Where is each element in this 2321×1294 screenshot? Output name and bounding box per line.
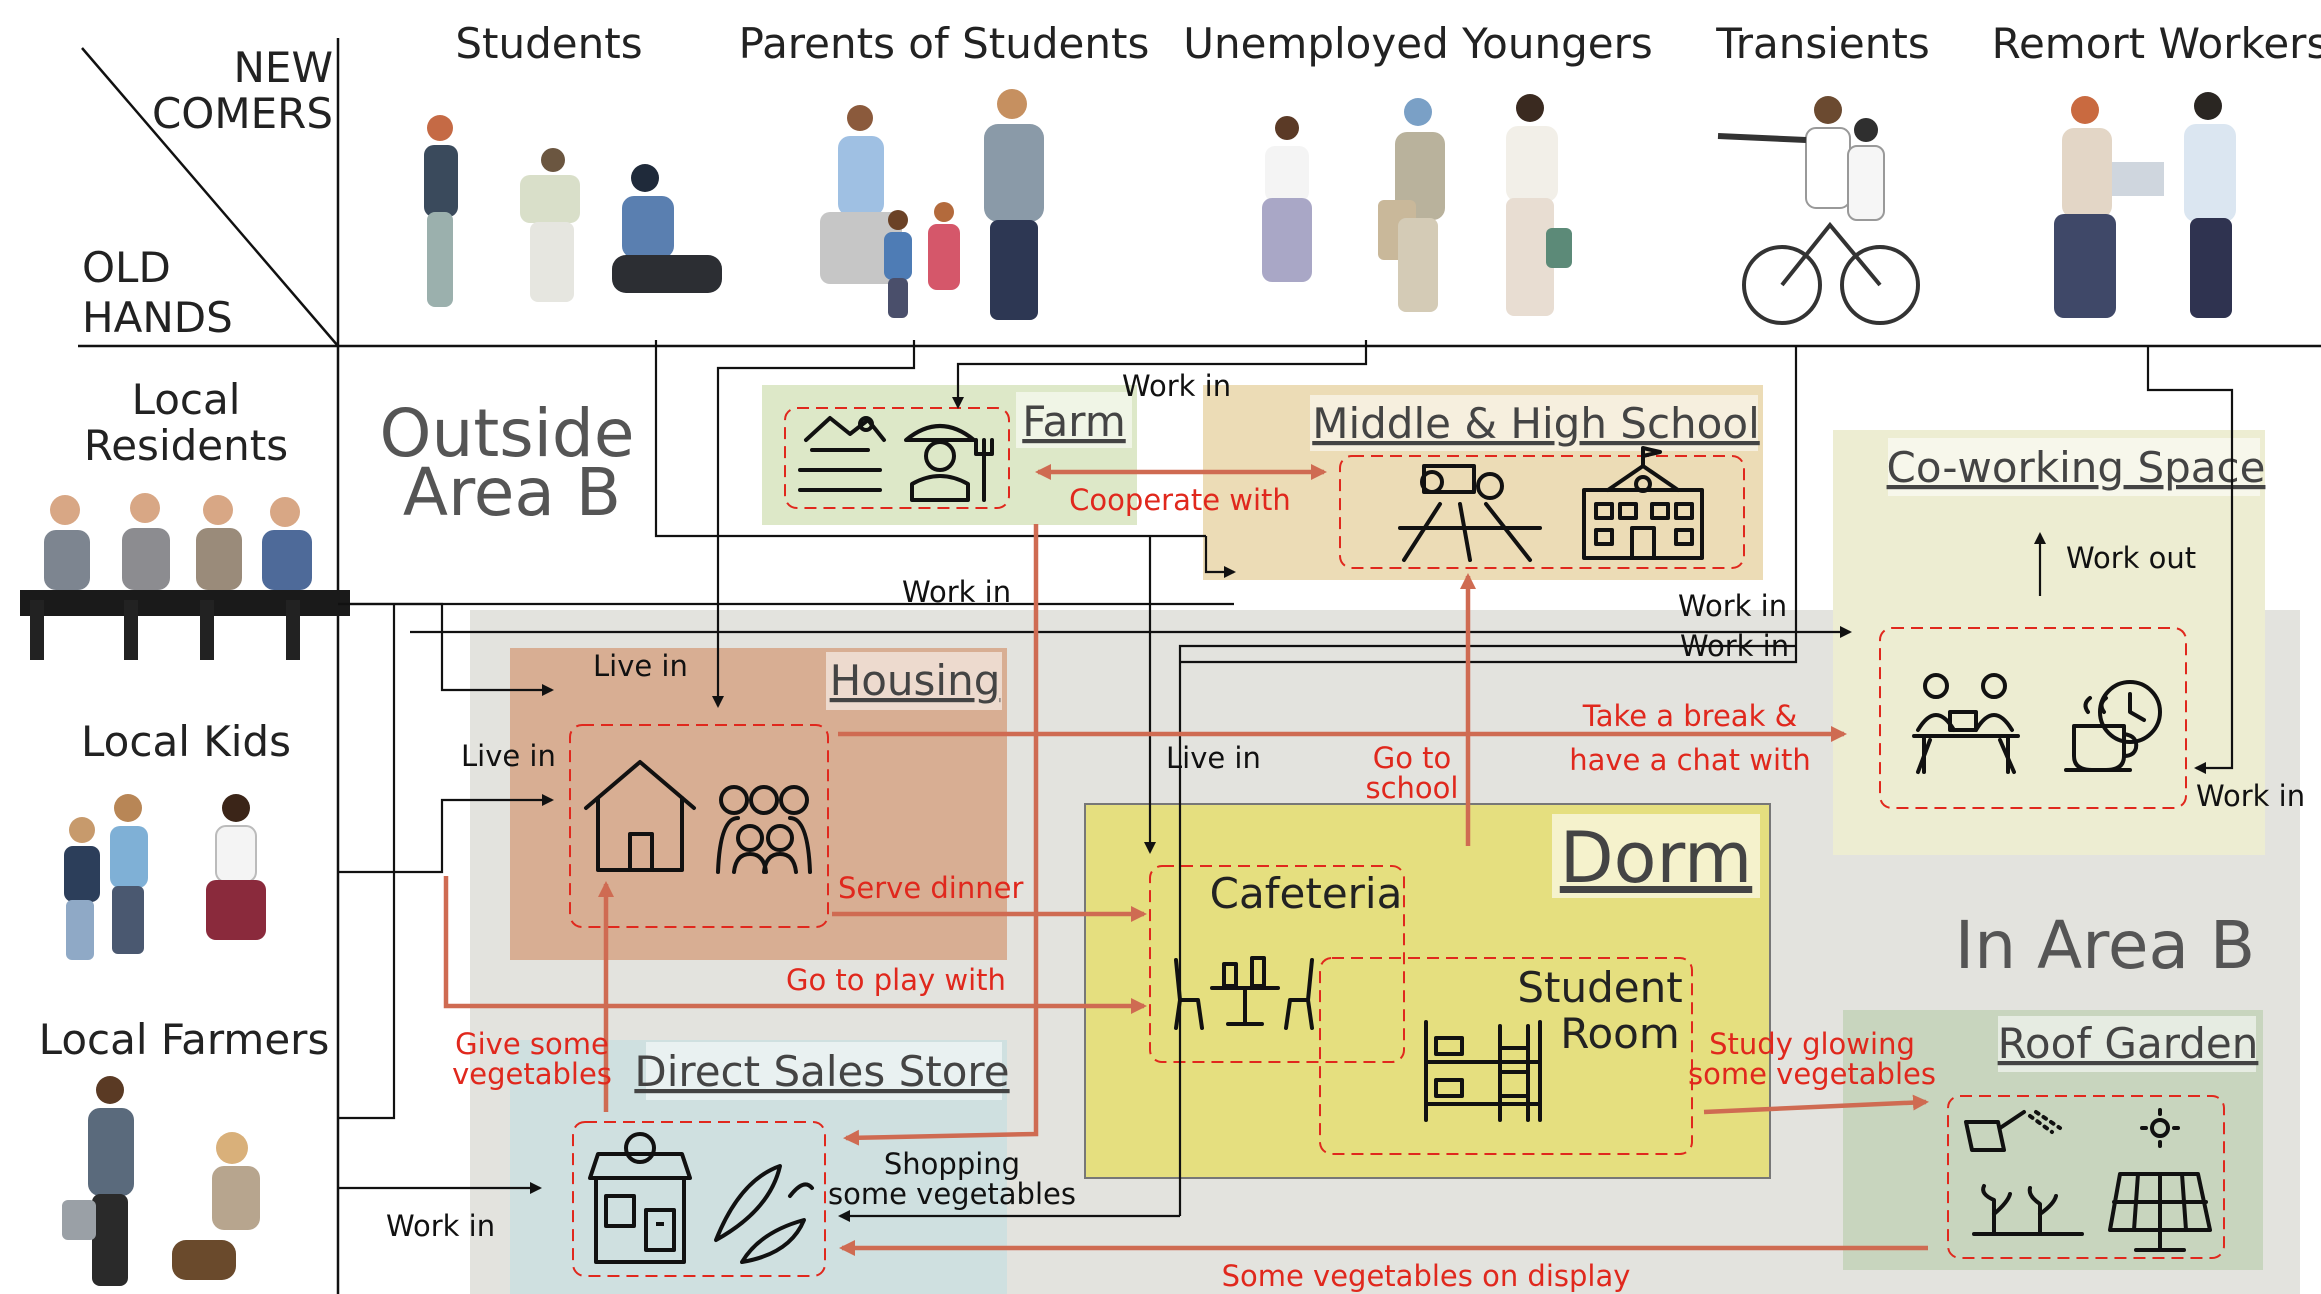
unemployed-people-figure: [1262, 94, 1572, 316]
newcomer-students-label: Students: [455, 19, 642, 68]
vegetables-icon: [714, 1164, 814, 1264]
solar-panel-icon: [2108, 1108, 2212, 1252]
label-shopping-line1: Shopping: [884, 1147, 1020, 1181]
store-title: Direct Sales Store: [634, 1047, 1009, 1096]
students-people-figure: [424, 115, 722, 307]
newcomer-parents-label: Parents of Students: [739, 19, 1150, 68]
label-work-in-store: Work in: [386, 1209, 495, 1243]
in-area-b-label: In Area B: [1955, 907, 2255, 984]
label-work-in-farm: Work in: [1122, 369, 1231, 403]
label-study-line1: Study glowing: [1709, 1027, 1915, 1061]
family-group-icon: [716, 785, 812, 874]
parents-people-figure: [820, 89, 1044, 320]
school-icon-frame: [1339, 455, 1745, 569]
remote-workers-people-figure: [2054, 92, 2236, 318]
label-veg-display: Some vegetables on display: [1222, 1259, 1631, 1293]
watering-can-icon: [1964, 1110, 2084, 1236]
local-farmers-label: Local Farmers: [39, 1015, 330, 1064]
corner-new-line1: NEW: [234, 43, 333, 92]
label-work-in-school: Work in: [902, 575, 1011, 609]
red-connections: [443, 464, 1929, 1256]
student-room-icon-frame: [1319, 957, 1693, 1155]
dorm-title: Dorm: [1560, 817, 1752, 899]
label-shopping-line2: some vegetables: [828, 1177, 1076, 1211]
corner-diagonal: [81, 47, 339, 347]
newcomer-remote-label: Remort Workers: [1992, 19, 2321, 68]
label-work-in-coworking-1: Work in: [1678, 589, 1787, 623]
house-icon: [584, 760, 696, 872]
local-residents-people-figure: [20, 493, 350, 660]
label-give-veg-line1: Give some: [455, 1027, 609, 1061]
corner-old-line2: HANDS: [82, 293, 233, 342]
local-kids-label: Local Kids: [81, 717, 291, 766]
housing-title: Housing: [830, 656, 1001, 705]
label-live-in-dorm: Live in: [1166, 741, 1261, 775]
cafeteria-icon-frame: [1149, 865, 1405, 1063]
local-farmers-people-figure: [62, 1076, 260, 1286]
newcomer-transients-label: Transients: [1715, 19, 1929, 68]
farmer-icon: [904, 424, 994, 502]
shop-storefront-icon: [588, 1132, 692, 1264]
field-landscape-icon: [798, 416, 886, 492]
student-room-title-line1: Student: [1517, 963, 1682, 1012]
label-go-to-school-line2: school: [1366, 771, 1459, 805]
corner-new-line2: COMERS: [152, 89, 333, 138]
store-icon-frame: [572, 1121, 826, 1277]
label-live-in-housing-2: Live in: [461, 739, 556, 773]
coworking-title: Co-working Space: [1887, 443, 2266, 492]
corner-old-line1: OLD: [82, 243, 171, 292]
outside-area-label-line1: Outside: [380, 395, 635, 472]
bunk-bed-icon: [1424, 1020, 1542, 1122]
meeting-people-icon: [1912, 673, 2020, 774]
newcomer-unemployed-label: Unemployed Youngers: [1183, 19, 1653, 68]
housing-icon-frame: [569, 724, 829, 928]
label-study-line2: some vegetables: [1688, 1057, 1936, 1091]
farm-icon-frame: [784, 407, 1010, 509]
label-work-in-coworking-2: Work in: [1680, 629, 1789, 663]
transients-people-figure: [1717, 96, 1920, 325]
roof-garden-title: Roof Garden: [1998, 1019, 2259, 1068]
label-take-break-line2: have a chat with: [1569, 743, 1811, 777]
dining-table-icon: [1174, 956, 1314, 1030]
label-go-to-play-with: Go to play with: [786, 963, 1006, 997]
coffee-break-icon: [2064, 680, 2162, 772]
local-residents-label-line1: Local: [132, 375, 241, 424]
outside-area-label-line2: Area B: [403, 454, 621, 531]
coworking-icon-frame: [1879, 627, 2187, 809]
coworking-background: [1833, 430, 2265, 855]
label-go-to-school-line1: Go to: [1373, 741, 1452, 775]
label-cooperate-with: Cooperate with: [1069, 483, 1291, 517]
tractor-field-icon: [1398, 464, 1542, 562]
school-title: Middle & High School: [1312, 399, 1760, 448]
black-connections: [338, 340, 2234, 1222]
label-live-in-housing-1: Live in: [593, 649, 688, 683]
school-building-icon: [1582, 446, 1704, 560]
roof-garden-icon-frame: [1947, 1095, 2225, 1259]
label-serve-dinner: Serve dinner: [838, 871, 1023, 905]
label-work-out: Work out: [2066, 541, 2196, 575]
label-give-veg-line2: vegetables: [452, 1057, 612, 1091]
local-kids-people-figure: [64, 794, 266, 960]
farm-title: Farm: [1022, 397, 1125, 446]
label-work-in-coworking-3: Work in: [2196, 779, 2305, 813]
cafeteria-title: Cafeteria: [1210, 869, 1403, 918]
label-take-break-line1: Take a break &: [1582, 699, 1797, 733]
local-residents-label-line2: Residents: [84, 421, 288, 470]
student-room-title-line2: Room: [1560, 1009, 1680, 1058]
